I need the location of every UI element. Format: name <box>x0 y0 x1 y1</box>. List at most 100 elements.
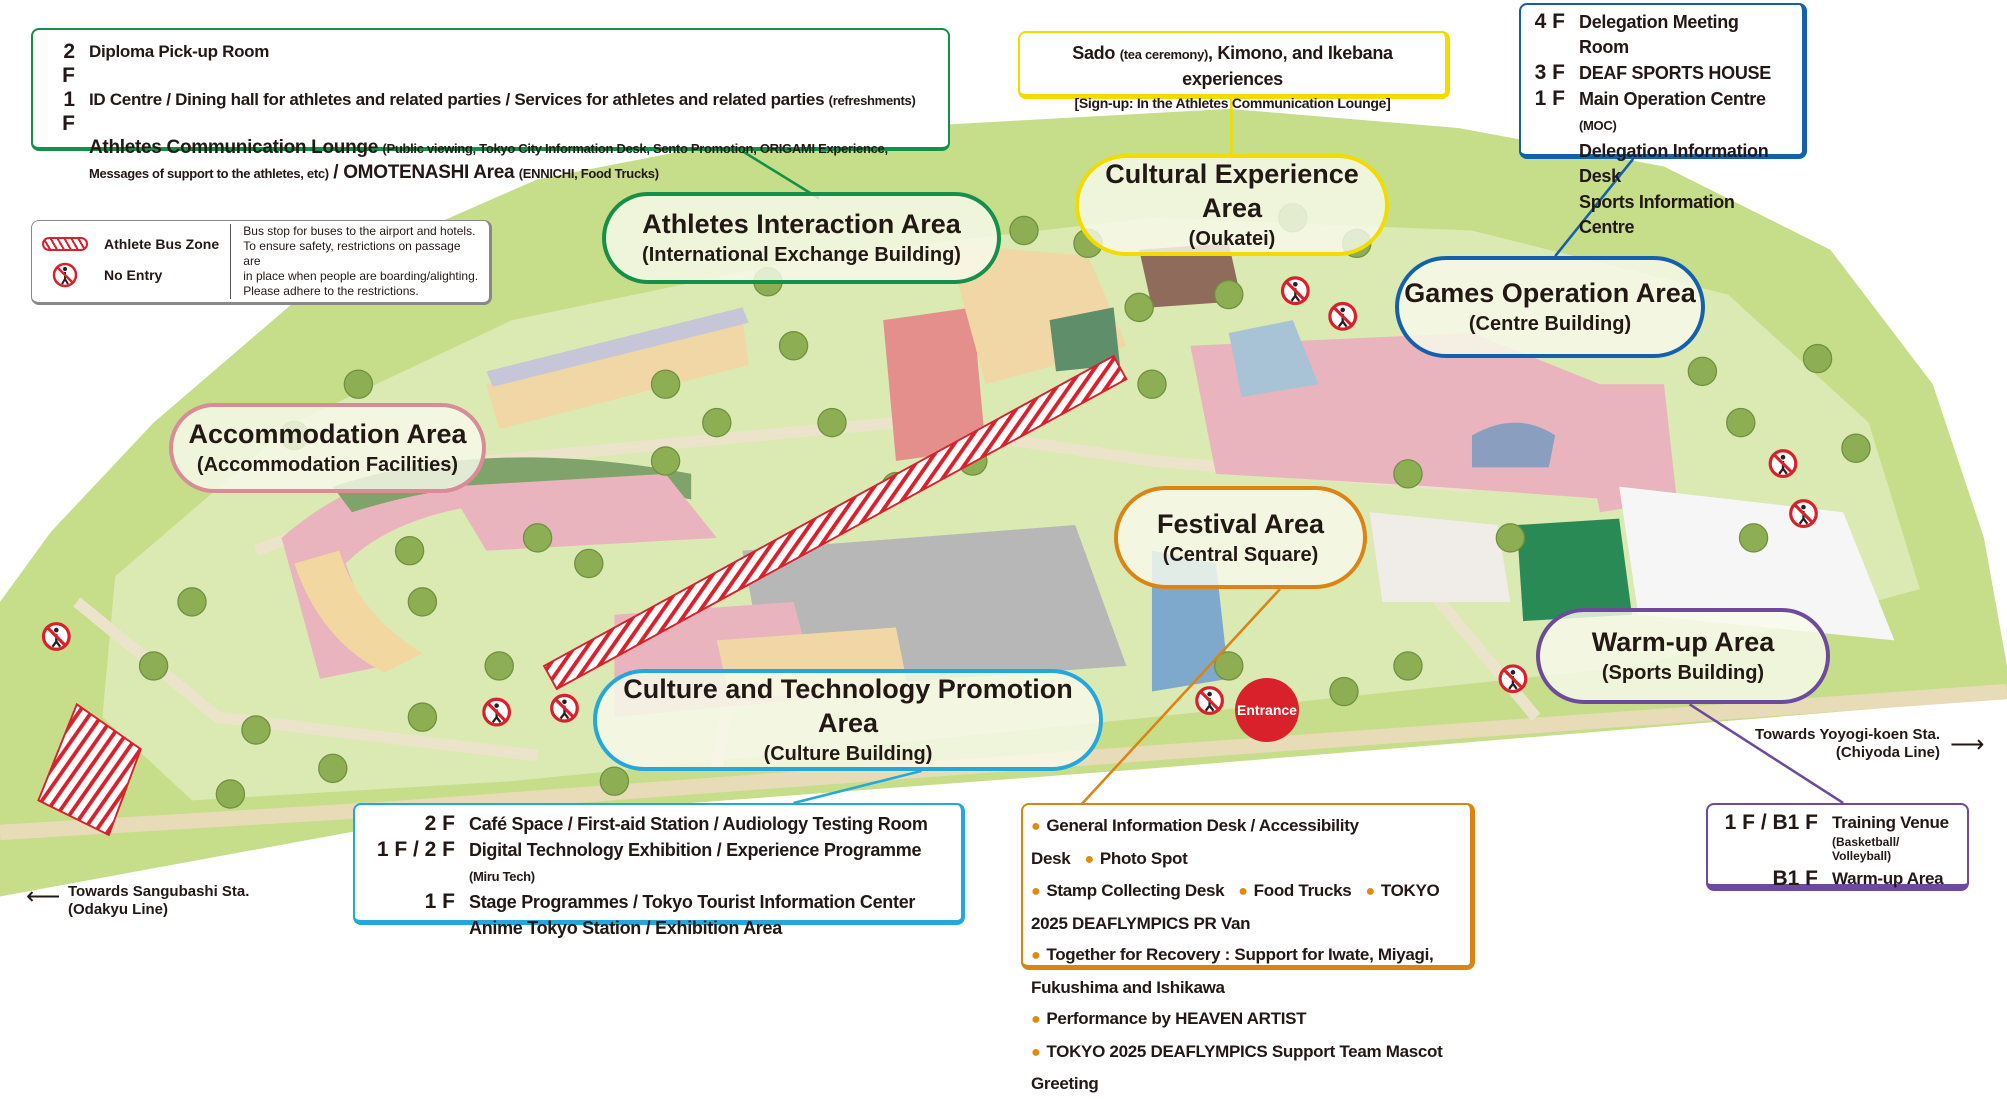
tree <box>394 535 425 566</box>
legend-note-line: in place when people are boarding/alight… <box>243 269 479 283</box>
area-subtitle: (Central Square) <box>1162 543 1319 566</box>
tree <box>1726 407 1756 438</box>
tree <box>407 587 438 617</box>
direction-yoyogi: Towards Yoyogi-koen Sta.(Chiyoda Line) <box>1740 726 1940 762</box>
tree <box>138 651 169 681</box>
floor-text: Digital Technology Exhibition / Experien… <box>469 840 922 860</box>
tree <box>484 651 514 681</box>
floor-note: (refreshments) <box>828 93 916 108</box>
no-entry-pedestrian-icon <box>482 697 512 727</box>
area-title: Culture and Technology Promotion Area <box>623 674 1073 738</box>
festival-item: Performance by HEAVEN ARTIST <box>1046 1009 1307 1028</box>
arrow-left-icon: ⟵ <box>26 883 61 910</box>
tree <box>778 331 809 361</box>
no-entry-pedestrian-icon <box>1498 664 1528 694</box>
area-athletes-interaction[interactable]: Athletes Interaction Area (International … <box>602 192 1001 284</box>
area-subtitle: (Culture Building) <box>763 743 933 765</box>
athlete-bus-zone[interactable] <box>542 354 1128 691</box>
floor-text: Stage Programmes / Tokyo Tourist Informa… <box>469 892 916 912</box>
lounge-note-2: Messages of support to the athletes, etc… <box>89 166 329 181</box>
no-entry-pedestrian-icon <box>1789 499 1818 528</box>
floor-row: 1 F / 2 F Digital Technology Exhibition /… <box>365 838 951 889</box>
floor-text: Café Space / First-aid Station / Audiolo… <box>469 814 928 834</box>
area-festival[interactable]: Festival Area(Central Square) <box>1114 486 1367 589</box>
floor-text: Main Operation Centre <box>1579 89 1766 109</box>
floor-label: 1 F / 2 F <box>376 838 455 861</box>
floor-text: ID Centre / Dining hall for athletes and… <box>89 90 825 109</box>
area-warmup[interactable]: Warm-up Area(Sports Building) <box>1536 608 1830 704</box>
entrance-marker[interactable]: Entrance <box>1235 678 1299 742</box>
area-title: Cultural Experience Area <box>1105 159 1359 223</box>
area-subtitle: (Oukatei) <box>1188 228 1276 250</box>
floor-label: 2 F <box>424 812 455 835</box>
floor-text: Training Venue <box>1832 813 1949 832</box>
area-subtitle: (International Exchange Building) <box>642 244 961 266</box>
tree <box>1124 292 1154 323</box>
tree <box>1802 343 1833 374</box>
bullet-icon: ● <box>1084 850 1094 868</box>
no-entry-pedestrian-icon <box>550 693 579 723</box>
tree <box>574 548 604 579</box>
festival-item: Photo Spot <box>1099 848 1188 868</box>
floor-row: Delegation Information Desk <box>1531 139 1792 189</box>
floor-text: Anime Tokyo Station / Exhibition Area <box>469 918 782 938</box>
floor-note: (Basketball/ Volleyball) <box>1832 835 1900 863</box>
festival-item: TOKYO 2025 DEAFLYMPICS PR Van <box>1031 881 1440 933</box>
area-culture-technology[interactable]: Culture and Technology Promotion Area (Cu… <box>593 669 1103 771</box>
tree <box>1137 369 1167 399</box>
legend: Athlete Bus Zone No Entry Bus stop for b… <box>31 220 492 305</box>
legend-bus-zone: Athlete Bus Zone <box>104 235 220 252</box>
legend-no-entry: No Entry <box>104 266 163 283</box>
buildings <box>281 243 1895 718</box>
floor-label: 4 F <box>1534 10 1565 33</box>
tree <box>1495 523 1526 553</box>
bullet-icon: ● <box>1031 1011 1041 1028</box>
area-games-operation[interactable]: Games Operation Area (Centre Building) <box>1395 256 1705 358</box>
area-subtitle: (Accommodation Facilities) <box>196 454 459 476</box>
festival-line: ●General Information Desk / Accessibilit… <box>1031 810 1462 875</box>
floor-row: Sports Information Centre <box>1531 190 1792 240</box>
floor-label: 1 F / B1 F <box>1724 811 1818 834</box>
legend-note-line: Please adhere to the restrictions. <box>243 284 419 298</box>
no-entry-pedestrian-icon <box>1280 276 1310 306</box>
warmup-info-box: 1 F / B1 F Training Venue (Basketball/ Vol… <box>1706 803 1969 891</box>
festival-item: Food Trucks <box>1253 881 1352 900</box>
festival-line: ●TOKYO 2025 DEAFLYMPICS Support Team Mas… <box>1031 1036 1462 1100</box>
area-subtitle: (Centre Building) <box>1468 313 1632 335</box>
tree <box>1393 459 1423 489</box>
floor-text: Diploma Pick-up Room <box>89 42 270 61</box>
tree <box>177 587 207 617</box>
arrow-right-icon: ⟶ <box>1950 731 1985 758</box>
legend-note-line: To ensure safety, restrictions on passag… <box>243 239 461 268</box>
area-cultural-experience[interactable]: Cultural Experience Area (Oukatei) <box>1075 154 1389 256</box>
festival-item: General Information Desk / Accessibility… <box>1031 816 1359 868</box>
floor-text: Delegation Information Desk <box>1579 141 1769 186</box>
tree <box>1009 215 1039 246</box>
bullet-icon: ● <box>1031 818 1041 835</box>
floor-text: Delegation Meeting Room <box>1579 12 1739 57</box>
area-title: Games Operation Area <box>1404 278 1696 308</box>
festival-item: TOKYO 2025 DEAFLYMPICS Support Team Masc… <box>1031 1041 1443 1094</box>
tree <box>215 779 246 809</box>
floor-note: (MOC) <box>1579 118 1617 133</box>
no-entry-pedestrian-icon <box>52 262 78 287</box>
no-entry-markers <box>41 276 1818 727</box>
area-title: Warm-up Area <box>1591 627 1775 657</box>
tree <box>318 753 348 784</box>
floor-text: Warm-up Area <box>1832 869 1944 888</box>
cultural-info-box: Sado (tea ceremony), Kimono, and Ikebana… <box>1018 31 1450 111</box>
connector-lines <box>741 97 1844 806</box>
festival-line: ●Stamp Collecting Desk●Food Trucks●TOKYO… <box>1031 875 1462 939</box>
floor-text: DEAF SPORTS HOUSE <box>1579 63 1771 83</box>
area-title: Athletes Interaction Area <box>642 209 961 239</box>
bullet-icon: ● <box>1238 883 1248 900</box>
festival-item: Together for Recovery : Support for Iwat… <box>1031 945 1434 997</box>
bullet-icon: ● <box>1031 947 1041 964</box>
tree <box>1687 356 1718 387</box>
experiences-label: , Kimono, and Ikebana experiences <box>1182 43 1393 89</box>
area-accommodation[interactable]: Accommodation Area(Accommodation Facilit… <box>169 403 486 493</box>
